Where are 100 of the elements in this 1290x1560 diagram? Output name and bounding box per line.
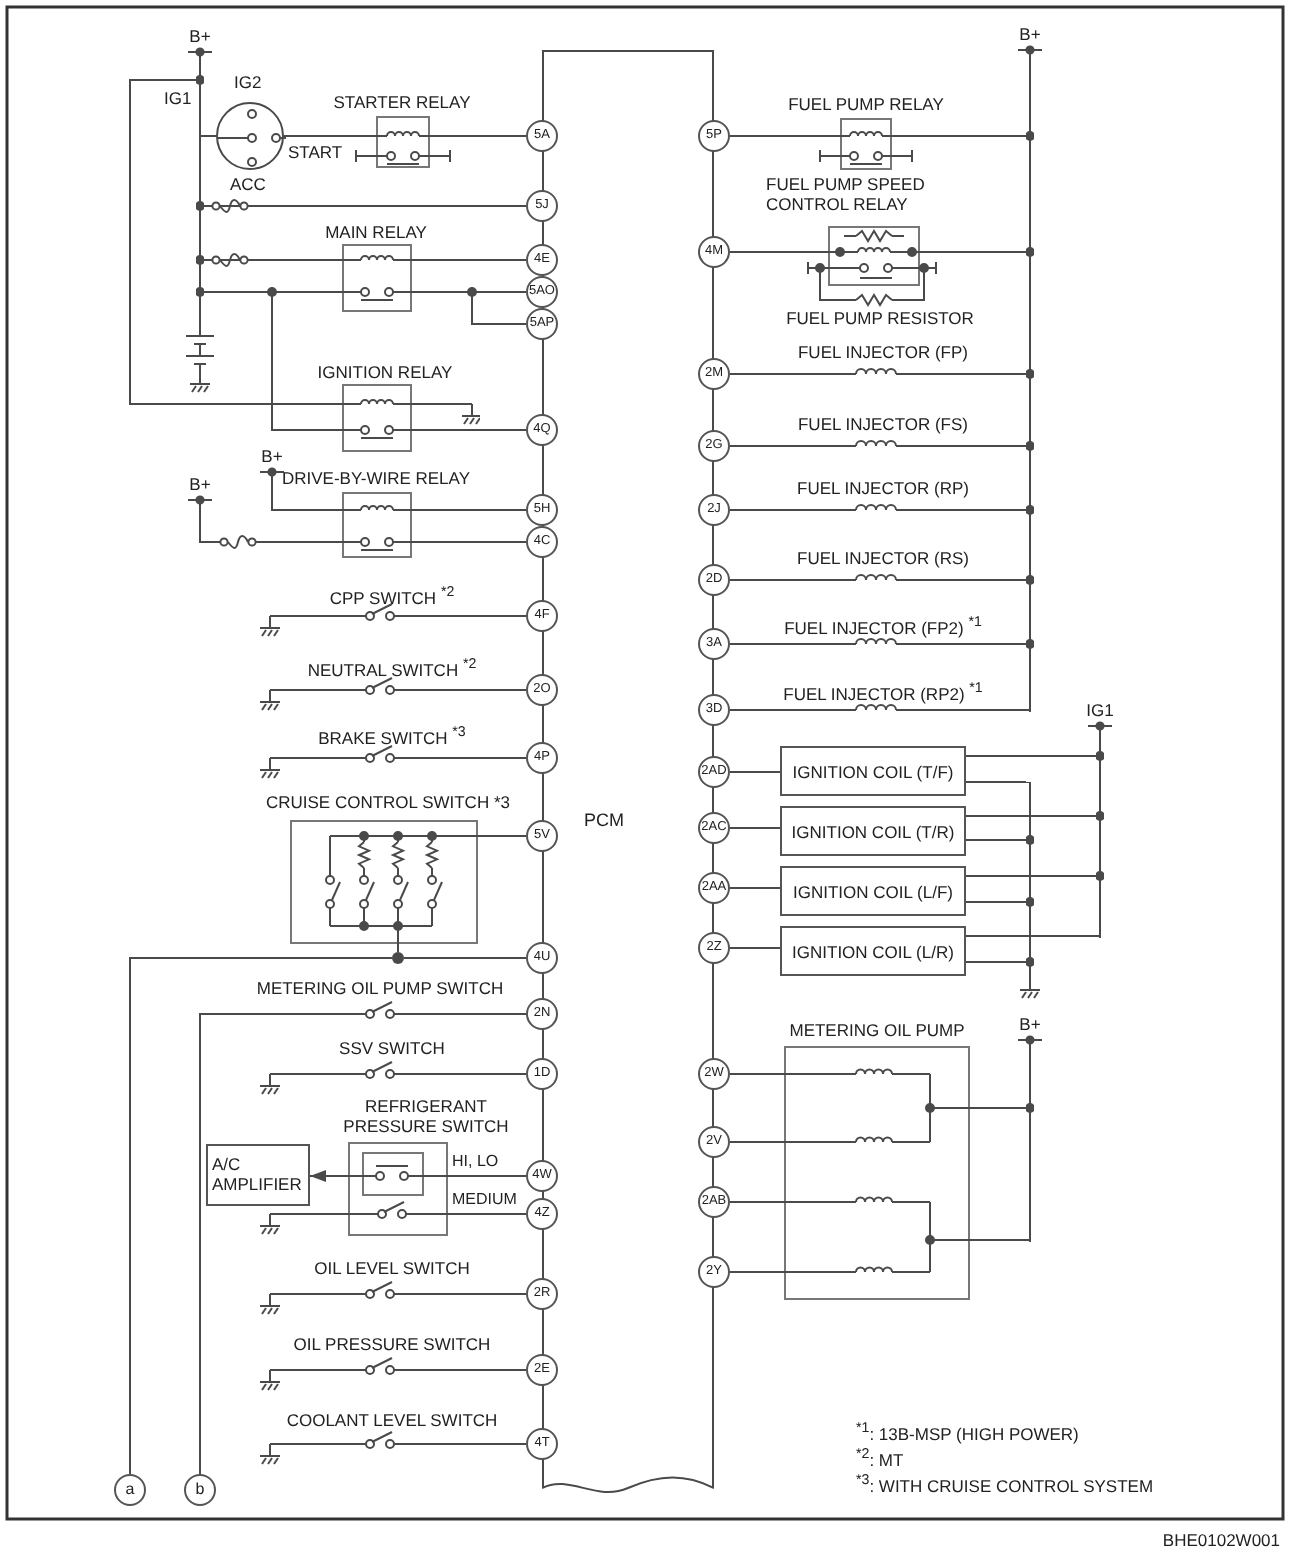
wire [729,1271,785,1273]
wire [729,579,757,581]
ignition-switch [216,102,284,170]
component-label: FUEL INJECTOR (RP2) $^{*1}$ [783,678,983,704]
component-label: CRUISE CONTROL SWITCH *3 [265,792,510,812]
component-label: B+ [1019,24,1041,44]
wire [475,509,527,511]
component-label: NEUTRAL SWITCH $^{*2}$ [307,654,477,680]
wire [511,615,527,617]
component-label: FUEL INJECTOR (FS) [797,414,968,434]
component-label: ACC [230,174,266,194]
terminal-label: MEDIUM [452,1190,517,1210]
connector-terminal: b [184,1474,216,1506]
wire [729,445,757,447]
bus-bar [1096,726,1104,938]
wire [965,935,1097,937]
bus-bar [1026,782,1034,978]
component-label: FUEL INJECTOR (FP) [797,342,968,362]
component-label: FUEL INJECTOR (RP) [797,478,969,498]
connector-terminal: a [114,1474,146,1506]
wire [451,259,527,261]
wire [479,429,527,431]
wire [1007,251,1027,253]
wire [511,1073,527,1075]
wire [729,827,781,829]
footnote: $^{*1}$: 13B-MSP (HIGH POWER) [856,1418,1079,1444]
wire [729,251,761,253]
wire [473,135,527,137]
component-label: IG1 [1086,700,1114,720]
component-label: FUEL INJECTOR (FP2) $^{*1}$ [784,612,982,638]
wire [729,643,757,645]
terminal-label: IG1 [164,88,192,108]
component-label: CPP SWITCH $^{*2}$ [329,582,455,608]
component-label: IGNITION RELAY [317,362,453,382]
wire [511,1293,527,1295]
wire [511,757,527,759]
wire [203,259,301,261]
component-label: B+ [1019,1014,1041,1034]
component-label: COOLANT LEVEL SWITCH [286,1410,498,1430]
wire [511,1369,527,1371]
wire [1009,373,1027,375]
ignition-coil-box: IGNITION COIL (T/F) [780,746,966,796]
wire [965,901,1027,903]
component-label: OIL LEVEL SWITCH [314,1258,470,1278]
component-label: FUEL PUMP SPEED CONTROL RELAY [766,174,927,214]
component-label: FUEL PUMP RESISTOR [786,308,974,328]
wire [729,771,781,773]
wire [397,945,399,953]
arrow [309,1170,337,1182]
wire [515,1013,527,1015]
bus-bar [1026,50,1034,712]
component-label: IG2 [234,72,262,92]
wire [965,961,1027,963]
wire [203,135,217,137]
wire [965,781,1027,783]
wire [403,957,527,959]
wire [965,755,1097,757]
component-label: BRAKE SWITCH $^{*3}$ [318,722,466,748]
wire [729,709,757,711]
wire [965,875,1097,877]
wire [965,815,1097,817]
component-label: FUEL INJECTOR (RS) [797,548,969,568]
wire [203,205,527,207]
footnote: $^{*3}$: WITH CRUISE CONTROL SYSTEM [856,1470,1154,1496]
component-label: METERING OIL PUMP [789,1020,965,1040]
wire [1009,579,1027,581]
ignition-coil-box: IGNITION COIL (L/F) [780,866,966,916]
wire [951,135,1027,137]
ignition-coil-box: IGNITION COIL (L/R) [780,926,966,976]
wire [283,135,331,137]
component-label: STARTER RELAY [333,92,471,112]
wire [969,1239,1027,1241]
footnote: $^{*2}$: MT [856,1444,904,1470]
ignition-coil-box: IGNITION COIL (T/R) [780,806,966,856]
wire [729,373,757,375]
wire [729,1073,785,1075]
wire [511,689,527,691]
bus-bar [196,52,204,336]
terminal-label: B+ [261,446,283,466]
wire [475,541,527,543]
wire [729,947,781,949]
component-label: DRIVE-BY-WIRE RELAY [282,468,470,488]
wire [729,509,757,511]
wire [511,1443,527,1445]
component-label: B+ [189,26,211,46]
wire [729,1141,785,1143]
wire [1009,643,1027,645]
wire [515,835,527,837]
wire [129,957,393,1475]
component-label: METERING OIL PUMP SWITCH [256,978,504,998]
wire [1009,709,1027,711]
component-label: START [288,142,343,162]
wire [729,135,781,137]
wire [515,1213,527,1215]
wire [729,887,781,889]
junction-dot [392,952,404,964]
wire [515,1175,527,1177]
wire [969,1107,1027,1109]
figure-code: BHE0102W001 [1162,1530,1280,1550]
component-label: FUEL PUMP RELAY [788,94,944,114]
